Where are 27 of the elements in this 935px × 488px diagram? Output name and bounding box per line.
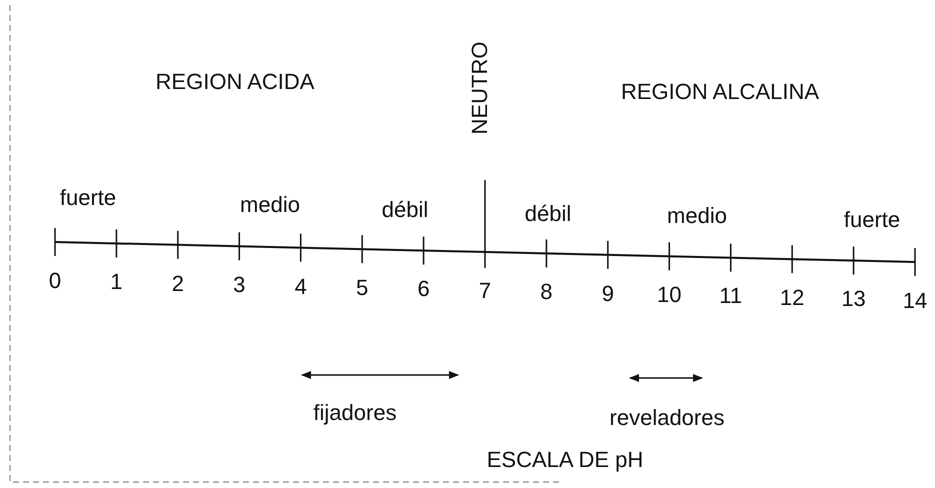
tick-number: 12 <box>780 286 804 309</box>
region-label: REGION ACIDA <box>156 71 314 93</box>
range-label: reveladores <box>610 407 724 429</box>
strength-label: medio <box>240 194 300 216</box>
tick-number: 1 <box>110 271 123 294</box>
tick-number: 14 <box>902 290 928 312</box>
strength-label: medio <box>667 205 727 227</box>
tick-number: 10 <box>657 284 682 306</box>
tick-number: 9 <box>602 282 614 305</box>
tick-number: 0 <box>48 270 62 292</box>
range-label: fijadores <box>313 402 397 424</box>
region-label: REGION ALCALINA <box>620 81 820 103</box>
strength-label: fuerte <box>60 187 116 209</box>
tick-number: 3 <box>233 274 246 296</box>
strength-label: fuerte <box>844 209 900 231</box>
tick-number: 4 <box>294 276 307 298</box>
tick-number: 2 <box>172 272 184 295</box>
tick-number: 13 <box>841 288 866 310</box>
tick-number: 6 <box>417 278 430 300</box>
tick-number: 5 <box>356 277 368 299</box>
tick-number: 7 <box>478 280 492 302</box>
strength-label: débil <box>382 199 428 221</box>
neutral-label: NEUTRO <box>469 42 491 134</box>
caption: ESCALA DE pH <box>486 449 644 471</box>
tick-number: 11 <box>719 285 742 308</box>
tick-number: 8 <box>540 281 553 304</box>
strength-label: débil <box>524 203 572 225</box>
